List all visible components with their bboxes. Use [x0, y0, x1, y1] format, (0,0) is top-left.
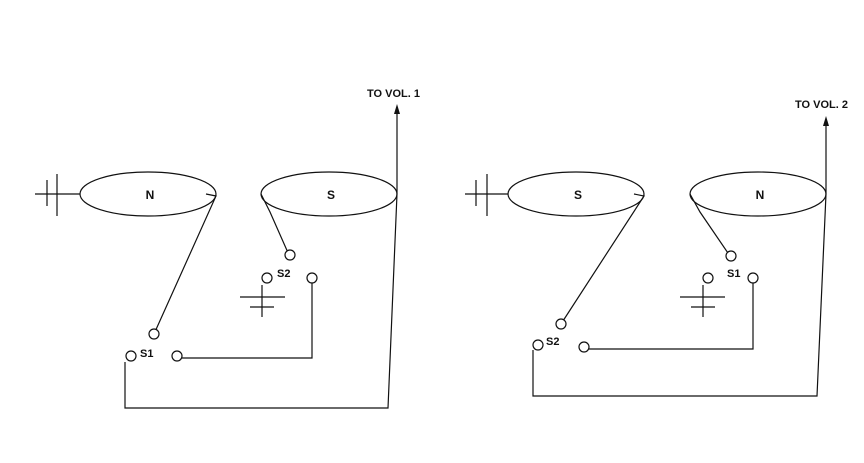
coil-1-left-label: N — [146, 188, 155, 202]
wire-1-return — [124, 193, 398, 409]
arrow-2-output — [823, 116, 829, 126]
s1-2-terminal-c — [747, 272, 759, 284]
s2-2-terminal-a — [555, 318, 567, 330]
s1-1-terminal-c — [171, 350, 183, 362]
diagram-2: S N TO VOL. 2 S1 S2 — [465, 99, 848, 397]
s2-1-terminal-b — [261, 272, 273, 284]
wire-1-coilS-to-s2 — [260, 193, 290, 256]
s1-1-terminal-a — [148, 328, 160, 340]
wire-2-return — [532, 193, 827, 397]
output-1-label: TO VOL. 1 — [367, 88, 420, 100]
coil-2-left — [507, 171, 645, 217]
coil-1-right-label: S — [327, 188, 335, 202]
wire-1-s1-to-s2 — [182, 283, 313, 359]
diagram-1: N S TO VOL. 1 S2 S1 — [35, 88, 420, 409]
ground-symbol-2-left — [465, 174, 510, 216]
wire-1-coilN-to-s1 — [153, 193, 217, 335]
arrow-1-output — [394, 104, 400, 114]
output-2-label: TO VOL. 2 — [795, 99, 848, 111]
s1-2-terminal-a — [725, 250, 737, 262]
switch-2-upper-label: S1 — [727, 268, 740, 280]
coil-2-right-label: N — [756, 188, 765, 202]
s2-1-terminal-a — [284, 249, 296, 261]
s2-2-terminal-b — [532, 339, 544, 351]
s1-1-terminal-b — [125, 350, 137, 362]
s1-2-terminal-b — [702, 272, 714, 284]
s2-2-terminal-c — [578, 341, 590, 353]
wire-2-s2-to-s1 — [589, 283, 754, 350]
wire-2-coilN-to-s1 — [689, 193, 731, 257]
switch-1-lower-label: S1 — [140, 348, 153, 360]
switch-2-lower-label: S2 — [546, 336, 559, 348]
switch-1-upper-label: S2 — [277, 268, 290, 280]
ground-symbol-2-mid — [680, 285, 725, 317]
wire-2-coilS-to-s2 — [560, 193, 645, 325]
coil-1-left — [79, 171, 217, 217]
ground-symbol-1-mid — [240, 285, 285, 317]
ground-symbol-1-left — [35, 174, 80, 216]
coil-2-left-label: S — [574, 188, 582, 202]
s2-1-terminal-c — [306, 272, 318, 284]
